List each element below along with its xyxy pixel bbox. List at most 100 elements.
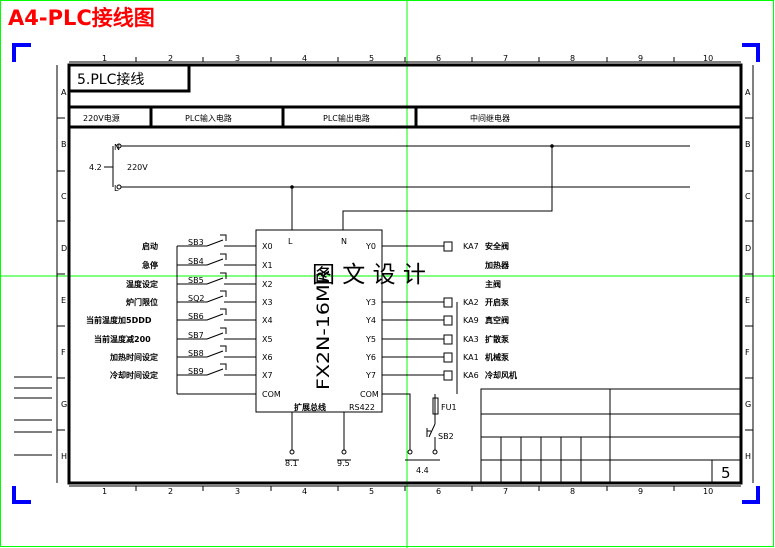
column-number: 1 xyxy=(102,54,107,63)
column-number: 1 xyxy=(102,487,107,496)
row-letter: H xyxy=(745,452,751,461)
relay-label: KA9 xyxy=(463,316,479,325)
column-number: 6 xyxy=(436,54,441,63)
column-number: 3 xyxy=(235,54,240,63)
row-letter: D xyxy=(61,244,67,253)
input-description: 加热时间设定 xyxy=(109,352,158,362)
plc-model: FX2N-16MR xyxy=(314,270,334,390)
input-row: 当前温度加5DDD SB6 X4 xyxy=(86,308,273,325)
row-letter: B xyxy=(61,140,67,149)
output-com-label: COM xyxy=(360,390,379,399)
input-description: 冷却时间设定 xyxy=(110,370,158,380)
column-number: 2 xyxy=(168,54,173,63)
input-description: 当前温度加5DDD xyxy=(86,315,152,325)
column-number: 3 xyxy=(235,487,240,496)
column-number: 8 xyxy=(570,54,575,63)
page-title: A4-PLC接线图 xyxy=(8,6,155,30)
input-terminal-label: X7 xyxy=(262,371,273,380)
input-switch-label: SB3 xyxy=(188,238,204,247)
row-letter: B xyxy=(745,140,751,149)
switch-contact xyxy=(206,332,224,340)
switch-actuator xyxy=(220,308,227,315)
input-description: 急停 xyxy=(142,260,158,270)
row-letter: G xyxy=(745,400,751,409)
switch-contact xyxy=(206,295,224,303)
output-terminal-label: Y4 xyxy=(365,316,376,325)
input-terminal-label: X6 xyxy=(262,353,273,362)
output-row: 主阀 xyxy=(485,279,501,289)
ext-bus-node xyxy=(289,449,295,455)
rail-label-l: L xyxy=(114,184,119,193)
column-number: 5 xyxy=(369,487,374,496)
relay-coil xyxy=(443,241,453,252)
stop-switch-actuator xyxy=(426,428,431,437)
sheet-number: 5 xyxy=(721,464,731,482)
rail-node-n xyxy=(550,144,554,148)
relay-coil xyxy=(443,315,453,326)
row-letters-right: A B C D E F G H xyxy=(745,88,751,461)
output-description: 机械泵 xyxy=(485,352,509,362)
column-number: 7 xyxy=(503,54,508,63)
stop-switch-label: SB2 xyxy=(438,432,454,441)
column-number: 10 xyxy=(703,54,713,63)
output-row: Y4 KA9 真空阀 xyxy=(365,315,509,326)
corner-mark-bottom-right xyxy=(742,486,760,504)
corner-mark-bottom-left xyxy=(12,486,31,504)
ref-node-right xyxy=(432,449,438,455)
corner-mark-top-left xyxy=(12,43,31,62)
input-terminal-label: X3 xyxy=(262,298,273,307)
input-com-label: COM xyxy=(262,390,281,399)
relay-label: KA6 xyxy=(463,371,479,380)
switch-contact xyxy=(206,239,224,247)
input-description: 炉门限位 xyxy=(126,297,158,307)
ref-label-3: 4.4 xyxy=(416,466,429,475)
relay-coil xyxy=(443,334,453,345)
column-number: 4 xyxy=(302,54,307,63)
header-cell-input: PLC输入电路 xyxy=(185,113,232,123)
switch-contact xyxy=(206,313,224,321)
rs422-label: RS422 xyxy=(349,403,375,412)
row-letter: E xyxy=(745,296,750,305)
switch-actuator xyxy=(220,327,227,334)
input-terminal-label: X4 xyxy=(262,316,273,325)
output-row: 加热器 xyxy=(484,260,510,270)
section-title-box xyxy=(67,63,191,93)
plc-supply-l: L xyxy=(288,237,293,246)
column-number: 7 xyxy=(503,487,508,496)
column-number: 6 xyxy=(436,487,441,496)
relay-coil xyxy=(443,370,453,381)
row-letters-left: A B C D E F G H xyxy=(61,88,67,461)
output-com-wire xyxy=(382,393,411,452)
header-cell-power: 220V电源 xyxy=(83,113,120,123)
row-letter: D xyxy=(745,244,751,253)
output-description: 真空阀 xyxy=(485,315,509,325)
column-number: 4 xyxy=(302,487,307,496)
switch-contact xyxy=(206,368,224,376)
plc-supply-n: N xyxy=(341,237,347,246)
fuse-label: FU1 xyxy=(441,403,457,412)
input-description: 温度设定 xyxy=(126,279,158,289)
relay-label: KA1 xyxy=(463,353,479,362)
column-numbers-bottom: 1 2 3 4 5 6 7 8 9 10 xyxy=(102,487,713,496)
output-terminal-label: Y7 xyxy=(365,371,376,380)
rs422-node xyxy=(341,449,347,455)
column-number: 10 xyxy=(703,487,713,496)
input-switch-label: SB6 xyxy=(188,312,204,321)
row-letter: A xyxy=(745,88,751,97)
output-description: 主阀 xyxy=(485,279,501,289)
header-dividers xyxy=(149,107,418,127)
column-ticks xyxy=(56,57,754,491)
title-block xyxy=(480,388,742,484)
terminal-n-circle xyxy=(116,143,122,149)
switch-actuator xyxy=(220,272,227,279)
output-description: 冷却风机 xyxy=(485,370,517,380)
